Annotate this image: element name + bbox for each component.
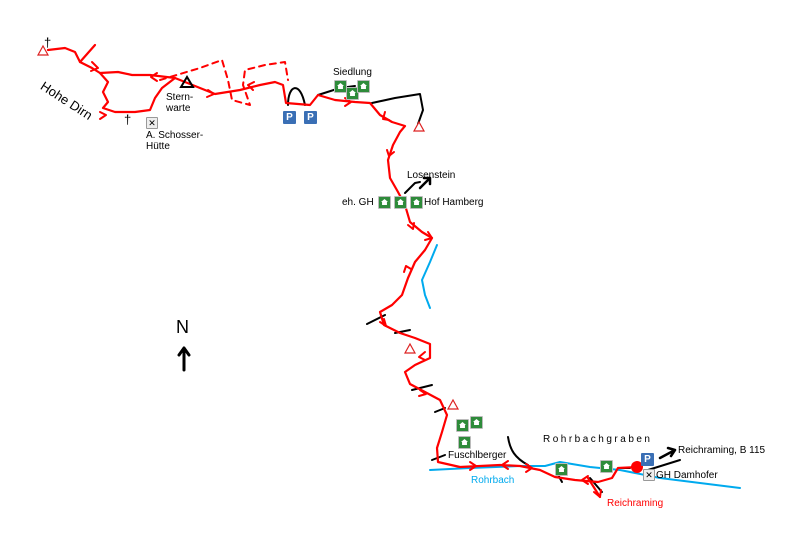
house-icon bbox=[346, 87, 359, 100]
warning-icons bbox=[36, 44, 460, 410]
summit-triangle-icon bbox=[179, 75, 195, 88]
label-rohrbach: Rohrbach bbox=[471, 475, 515, 486]
house-icon bbox=[470, 416, 483, 429]
label-sternwarte-1: Stern- bbox=[166, 92, 194, 103]
stream-upper bbox=[421, 244, 438, 309]
house-icon bbox=[456, 419, 469, 432]
arrow-to-b115 bbox=[658, 446, 677, 460]
label-rohrbachgraben: Rohrbachgraben bbox=[543, 434, 653, 445]
parking-icon: P bbox=[304, 111, 317, 124]
restaurant-icon: ✕ bbox=[643, 469, 655, 481]
stream-rohrbach bbox=[429, 461, 741, 489]
house-icon bbox=[410, 196, 423, 209]
label-eh-gh: eh. GH bbox=[342, 197, 374, 208]
label-schosser-huette-1: A. Schosser- bbox=[146, 130, 204, 141]
north-label: N bbox=[176, 317, 189, 337]
house-icon bbox=[394, 196, 407, 209]
label-reichraming-b115: Reichraming, B 115 bbox=[678, 445, 766, 456]
route-loop-lower bbox=[98, 71, 177, 114]
hut-icon: ✕ bbox=[146, 117, 158, 129]
cross-icon: † bbox=[44, 35, 52, 50]
roads bbox=[287, 85, 681, 493]
label-sternwarte-2: warte bbox=[166, 103, 191, 114]
route-to-reichraming bbox=[586, 476, 602, 499]
house-icon bbox=[600, 460, 613, 473]
direction-arrows bbox=[90, 61, 602, 498]
label-hof-hamberg: Hof Hamberg bbox=[424, 197, 484, 208]
hiking-route bbox=[46, 46, 639, 484]
label-fuschlberger: Fuschlberger bbox=[448, 450, 507, 461]
label-losenstein: Losenstein bbox=[407, 170, 456, 181]
cross-icon: † bbox=[124, 112, 132, 127]
house-icon bbox=[555, 463, 568, 476]
label-schosser-huette-2: Hütte bbox=[146, 141, 170, 152]
route-start-spur bbox=[78, 43, 97, 64]
arrow-to-losenstein bbox=[418, 176, 432, 190]
route-dashed bbox=[159, 59, 289, 106]
parking-icon: P bbox=[641, 453, 654, 466]
house-icon bbox=[357, 80, 370, 93]
north-arrow bbox=[177, 346, 191, 372]
start-point bbox=[631, 461, 643, 473]
label-gh-damhofer: GH Damhofer bbox=[656, 470, 718, 481]
label-siedlung: Siedlung bbox=[333, 67, 372, 78]
house-icon bbox=[458, 436, 471, 449]
house-icon bbox=[378, 196, 391, 209]
parking-icon: P bbox=[283, 111, 296, 124]
label-reichraming: Reichraming bbox=[607, 498, 664, 509]
